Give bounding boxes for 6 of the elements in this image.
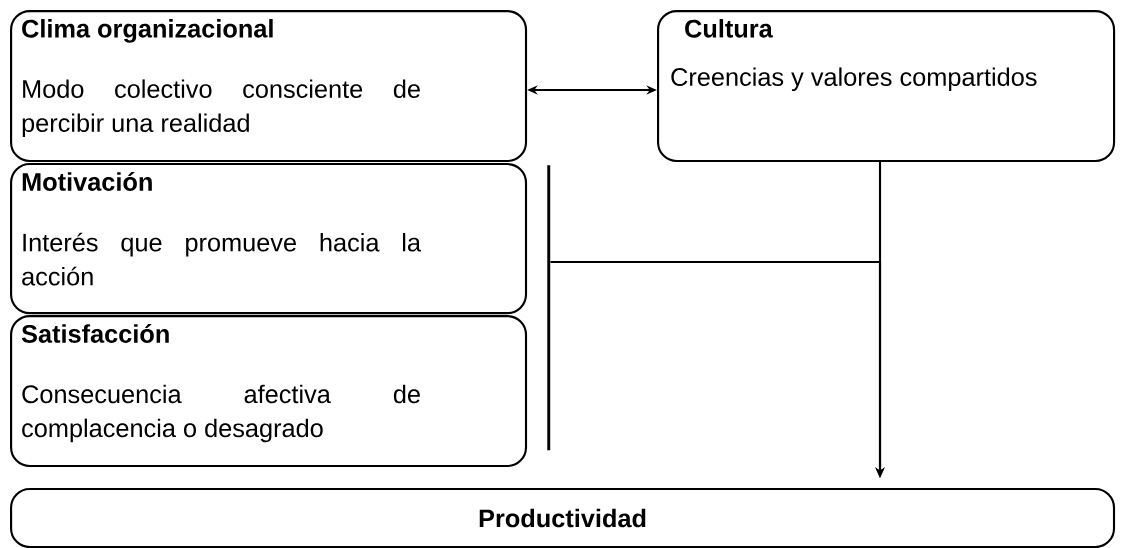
- bracket-bar: [547, 165, 551, 451]
- concept-box: Cultura Creencias y valores compartidos: [657, 10, 1116, 163]
- concept-box: Motivación Interés que promueve hacia la acción: [10, 163, 528, 315]
- concept-box: Satisfacción Consecuencia afectiva de complacencia o desagrado: [10, 315, 528, 468]
- result-box: Productividad: [10, 488, 1116, 548]
- concept-box: Clima organizacional Modo colectivo consciente de percibir una realidad: [10, 10, 528, 163]
